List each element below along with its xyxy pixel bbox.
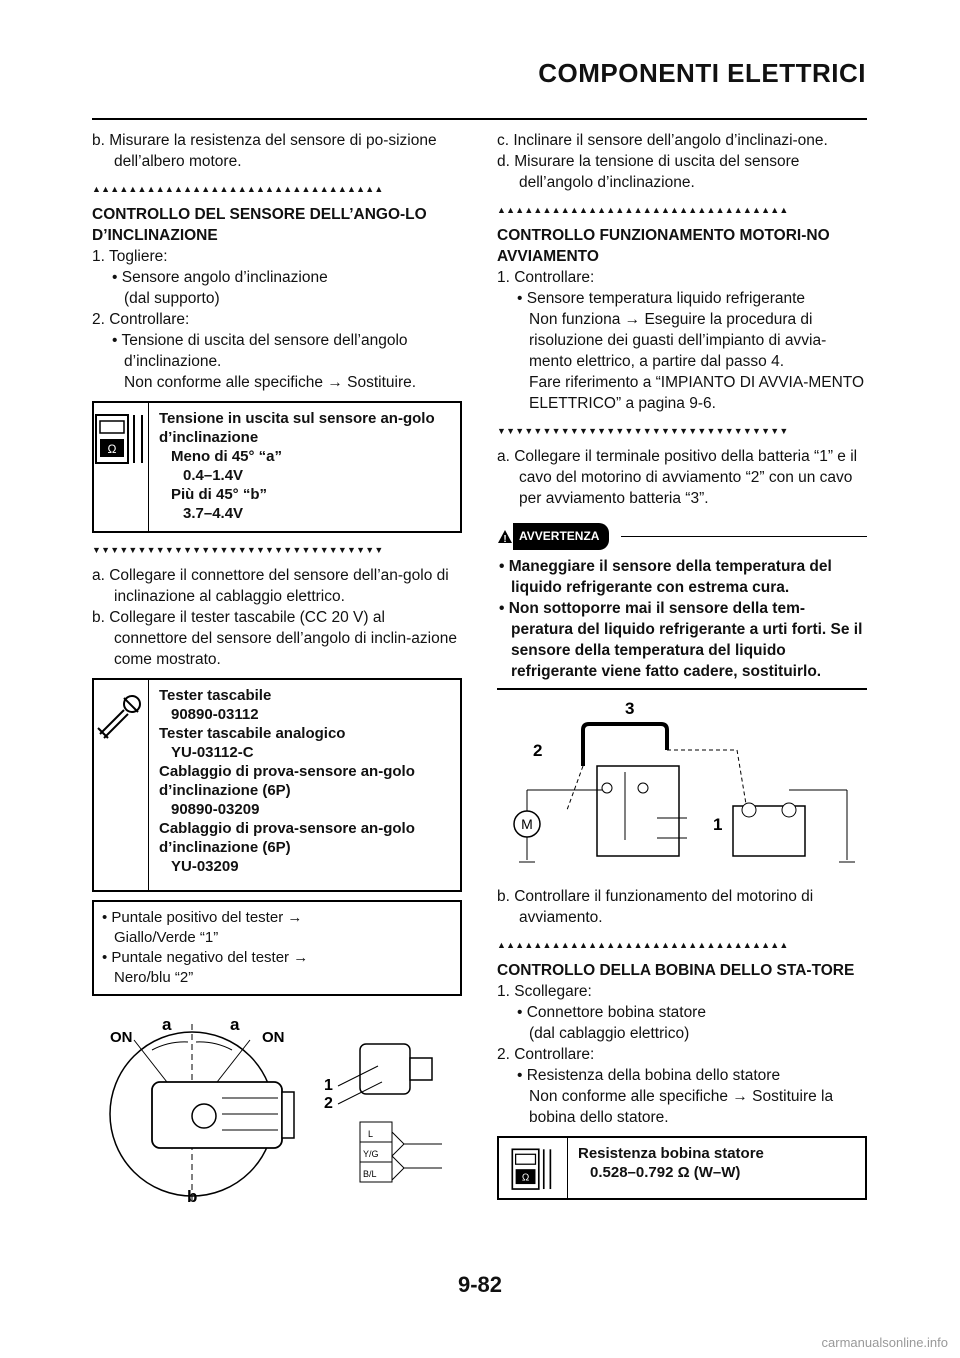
start-marker: ▲▲▲▲▲▲▲▲▲▲▲▲▲▲▲▲▲▲▲▲▲▲▲▲▲▲▲▲▲▲▲▲ xyxy=(92,184,384,194)
fig-a-right: a xyxy=(230,1015,240,1034)
step-d-text: d. Misurare la tensione di uscita del se… xyxy=(497,153,800,191)
svg-text:!: ! xyxy=(503,534,506,544)
fig-a-left: a xyxy=(162,1015,172,1034)
step-b-text: b. Misurare la resistenza del sensore di… xyxy=(92,132,437,170)
spec-b-value: 3.7–4.4V xyxy=(183,505,244,522)
svg-text:Ω: Ω xyxy=(108,442,117,456)
fig-b: b xyxy=(187,1187,197,1204)
start-marker-r2: ▲▲▲▲▲▲▲▲▲▲▲▲▲▲▲▲▲▲▲▲▲▲▲▲▲▲▲▲▲▲▲▲ xyxy=(497,939,789,950)
starter-circuit-diagram: 3 2 1 M xyxy=(513,699,855,862)
warning-header: ! AVVERTENZA xyxy=(497,523,867,550)
wire-label-3: B/L xyxy=(363,1169,377,1179)
tool-box: Tester tascabile 90890-03112 Tester tasc… xyxy=(92,678,462,892)
fig-r-num-1: 1 xyxy=(713,815,722,834)
page-number: 9-82 xyxy=(457,1272,503,1297)
step-2-bullet: • Tensione di uscita del sensore dell’an… xyxy=(112,332,408,370)
r-step-1-note: Non funziona → Eseguire la procedura di … xyxy=(529,311,827,370)
stator-step-2-bullet: • Resistenza della bobina dello statore xyxy=(517,1066,781,1084)
spec-a-value: 0.4–1.4V xyxy=(183,467,244,484)
step-c-text: c. Inclinare il sensore dell’angolo d’in… xyxy=(497,132,828,149)
stator-step-2-note: Non conforme alle specifiche → Sostituir… xyxy=(529,1087,834,1126)
fig-on-left: ON xyxy=(110,1029,133,1046)
fig-r-motor-m: M xyxy=(521,816,533,832)
probe-box: • Puntale positivo del tester → Giallo/V… xyxy=(92,900,462,996)
spec-box-stator: Ω Resistenza bobina statore 0.528–0.792 … xyxy=(497,1135,867,1200)
tool-1-name: Tester tascabile xyxy=(159,687,272,704)
spec2-value: 0.528–0.792 Ω (W–W) xyxy=(590,1163,741,1181)
warning-label: AVVERTENZA xyxy=(513,523,610,550)
warning-1: • Maneggiare il sensore della temperatur… xyxy=(499,558,832,596)
tool-3-code: 90890-03209 xyxy=(171,801,260,818)
stator-step-2: 2. Controllare: xyxy=(497,1045,595,1063)
left-column: b. Misurare la resistenza del sensore di… xyxy=(92,130,462,1210)
page-header-title: COMPONENTI ELETTRICI xyxy=(538,58,866,88)
section-title-starter: CONTROLLO FUNZIONAMENTO MOTORI-NO AVVIAM… xyxy=(497,227,830,265)
multimeter-icon: Ω xyxy=(94,403,149,531)
fig-r-num-2: 2 xyxy=(533,741,542,760)
wire-label-1: L xyxy=(368,1129,373,1139)
start-marker-r: ▲▲▲▲▲▲▲▲▲▲▲▲▲▲▲▲▲▲▲▲▲▲▲▲▲▲▲▲▲▲▲▲ xyxy=(497,205,789,215)
spec-box-voltage: Ω Tensione in uscita sul sensore an-golo… xyxy=(92,401,462,533)
tool-3-name: Cablaggio di prova-sensore an-golo d’inc… xyxy=(159,763,415,799)
section-title-tilt-sensor: CONTROLLO DEL SENSORE DELL’ANGO-LO D’INC… xyxy=(92,206,427,244)
r-step-b-text: b. Controllare il funzionamento del moto… xyxy=(497,887,814,926)
right-column: c. Inclinare il sensore dell’angolo d’in… xyxy=(497,130,867,1208)
step-2: 2. Controllare: xyxy=(92,311,190,328)
svg-text:Ω: Ω xyxy=(522,1172,529,1183)
step-1-bullet-note: (dal supporto) xyxy=(124,290,220,307)
end-marker-r: ▼▼▼▼▼▼▼▼▼▼▼▼▼▼▼▼▼▼▼▼▼▼▼▼▼▼▼▼▼▼▼▼ xyxy=(497,426,789,436)
warning-2: • Non sottoporre mai il sensore della te… xyxy=(499,600,863,680)
multimeter-icon-2: Ω xyxy=(499,1137,568,1198)
r-step-a-text: a. Collegare il terminale positivo della… xyxy=(497,448,858,507)
end-marker: ▼▼▼▼▼▼▼▼▼▼▼▼▼▼▼▼▼▼▼▼▼▼▼▼▼▼▼▼▼▼▼▼ xyxy=(92,545,384,555)
r-step-1-ref: Fare riferimento a “IMPIANTO DI AVVIA-ME… xyxy=(529,374,865,412)
probe-negative-color: Nero/blu “2” xyxy=(114,969,194,986)
stator-step-1-note: (dal cablaggio elettrico) xyxy=(529,1024,690,1042)
tool-1-code: 90890-03112 xyxy=(171,706,259,723)
probe-positive: • Puntale positivo del tester → xyxy=(102,909,303,926)
step-a-text: a. Collegare il connettore del sensore d… xyxy=(92,567,449,605)
warning-rule xyxy=(621,535,867,538)
fig-num-2: 2 xyxy=(324,1095,333,1112)
warning-end-rule xyxy=(497,688,867,690)
tool-2-name: Tester tascabile analogico xyxy=(159,725,346,742)
tilt-sensor-diagram: ON ON a a b 1 2 L Y/G B/L xyxy=(109,1015,442,1206)
tool-icon xyxy=(94,680,149,890)
tool-4-name: Cablaggio di prova-sensore an-golo d’inc… xyxy=(159,820,415,856)
step-1-bullet: • Sensore angolo d’inclinazione xyxy=(112,269,328,286)
r-step-1-bullet: • Sensore temperatura liquido refrigeran… xyxy=(517,290,806,307)
fig-on-right: ON xyxy=(262,1029,285,1046)
probe-negative: • Puntale negativo del tester → xyxy=(102,949,309,966)
step-b2-text: b. Collegare il tester tascabile (CC 20 … xyxy=(92,609,457,668)
fig-num-1: 1 xyxy=(324,1077,333,1094)
step-1: 1. Togliere: xyxy=(92,248,168,265)
tool-2-code: YU-03112-C xyxy=(171,744,254,761)
spec-title: Tensione in uscita sul sensore an-golo d… xyxy=(159,410,435,446)
watermark: carmanualsonline.info xyxy=(821,1335,948,1350)
step-2-bullet-note: Non conforme alle specifiche → Sostituir… xyxy=(124,374,417,391)
r-step-1: 1. Controllare: xyxy=(497,269,595,286)
fig-r-num-3: 3 xyxy=(625,699,634,718)
spec-a-label: Meno di 45° “a” xyxy=(171,448,283,465)
warning-icon: ! xyxy=(498,530,512,544)
probe-positive-color: Giallo/Verde “1” xyxy=(114,929,219,946)
section-title-stator: CONTROLLO DELLA BOBINA DELLO STA-TORE xyxy=(497,961,855,979)
stator-step-1: 1. Scollegare: xyxy=(497,982,592,1000)
spec-b-label: Più di 45° “b” xyxy=(171,486,268,503)
stator-step-1-bullet: • Connettore bobina statore xyxy=(517,1003,706,1021)
header-rule xyxy=(92,118,867,120)
tool-4-code: YU-03209 xyxy=(171,858,239,875)
wire-label-2: Y/G xyxy=(363,1149,379,1159)
spec2-title: Resistenza bobina statore xyxy=(578,1144,764,1162)
